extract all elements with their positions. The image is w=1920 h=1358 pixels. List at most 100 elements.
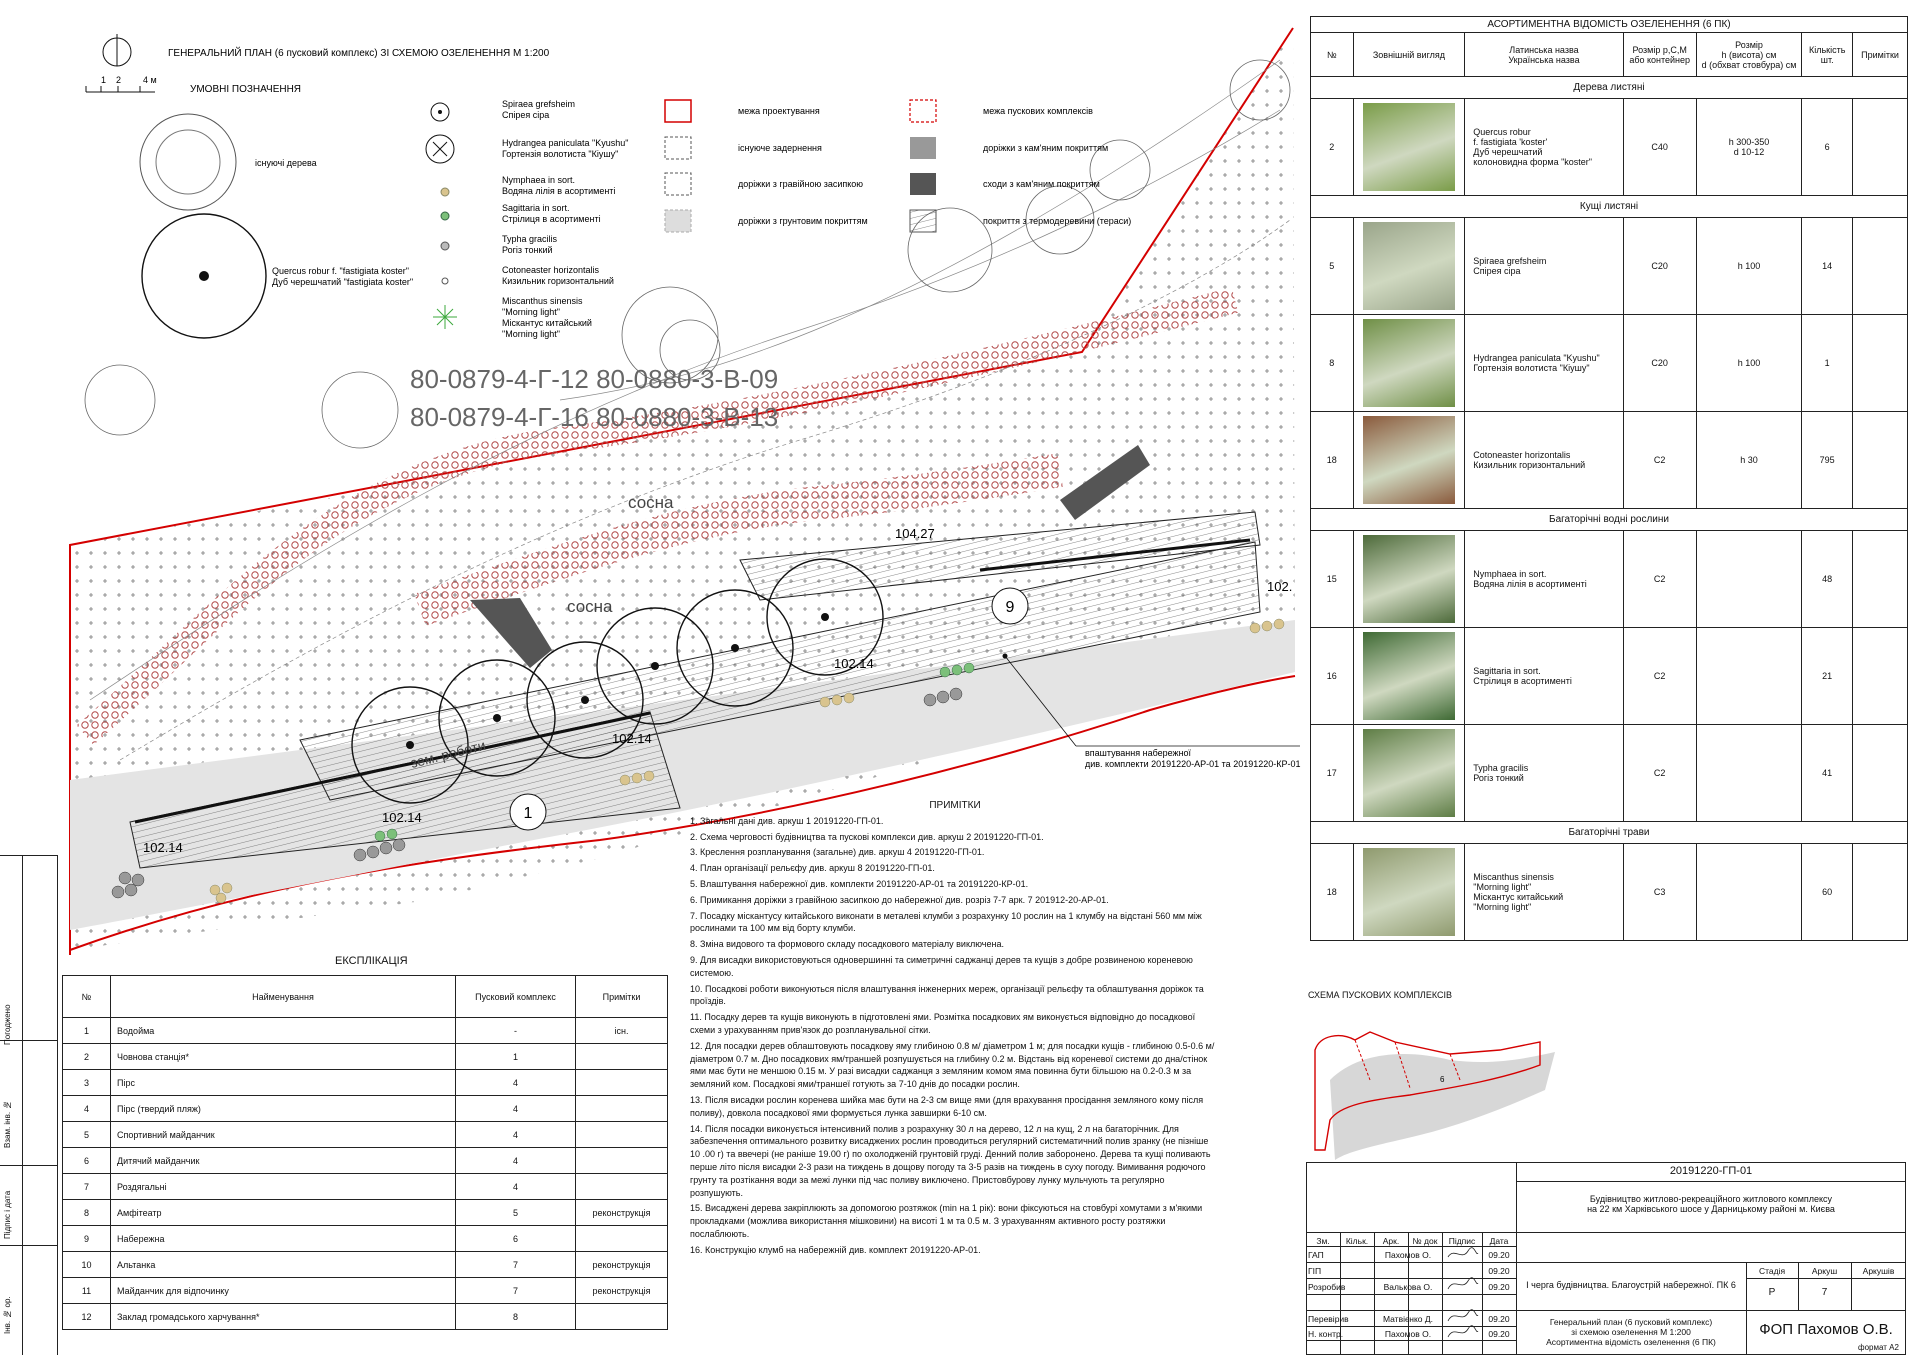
expl-note: [575, 1095, 668, 1122]
container-size: C3: [1622, 843, 1697, 941]
symbol-legend-icons: [664, 99, 937, 233]
legend-oak-ua: Дуб черешчатий "fastigiata koster": [272, 277, 413, 287]
name-gap: Пахомов О.: [1384, 1250, 1432, 1260]
expl-complex: 4: [455, 1121, 576, 1148]
spec-title: АСОРТИМЕНТНА ВІДОМІСТЬ ОЗЕЛЕНЕННЯ (6 ПК): [1310, 16, 1908, 33]
plant-photo: [1352, 314, 1466, 412]
note: [1852, 724, 1908, 822]
plant-photo-image: [1362, 535, 1455, 623]
label-pine-2: сосна: [567, 597, 613, 616]
plant-photo: [1352, 98, 1466, 196]
expl-name: Дитячий майданчик: [110, 1147, 456, 1174]
zone-1: 1: [524, 805, 533, 822]
note-item: 12. Для посадки дерев облаштовують посад…: [690, 1040, 1215, 1090]
note: [1852, 217, 1908, 315]
container-size: C20: [1622, 217, 1697, 315]
expl-note: [575, 1303, 668, 1330]
stage-text: І черга будівництва. Благоустрій набереж…: [1526, 1280, 1736, 1290]
expl-number: 10: [62, 1251, 111, 1278]
plant-photo-image: [1362, 319, 1455, 407]
col-sheet: Арк.: [1382, 1236, 1400, 1246]
date-gap: 09.20: [1488, 1250, 1510, 1260]
expl-name: Водойма: [110, 1017, 456, 1044]
expl-number: 9: [62, 1225, 111, 1252]
dimensions: h 100: [1695, 314, 1803, 412]
dimensions: h 100: [1695, 217, 1803, 315]
plant-photo: [1352, 627, 1466, 725]
expl-number: 11: [62, 1277, 111, 1304]
quantity: 795: [1801, 411, 1854, 509]
expl-note: [575, 1225, 668, 1252]
legend-existing-turf: існуюче задернення: [738, 143, 822, 153]
legend-miscanthus-ua2: Міскантус китайський: [502, 318, 592, 328]
side-label-inventory: Інв. № ор.: [3, 1296, 12, 1334]
spec-header-0: №: [1310, 32, 1354, 77]
legend-project-boundary: межа проектування: [738, 106, 820, 116]
stone-stairs-1: [470, 598, 552, 668]
note-item: 10. Посадкові роботи виконуються після в…: [690, 983, 1204, 1007]
name-developer: Валькова О.: [1383, 1282, 1433, 1292]
plant-photo-image: [1362, 222, 1455, 310]
side-stamp-strip: [0, 855, 58, 1355]
parcel-code-2: 80-0879-4-Г-16 80-0880-3-В-13: [410, 402, 778, 432]
plant-name: Sagittaria in sort. Стрілиця в асортимен…: [1464, 627, 1624, 725]
role-gip: ГІП: [1308, 1266, 1322, 1276]
spec-section-0: Дерева листяні: [1310, 76, 1908, 99]
spec-number: 16: [1310, 627, 1354, 725]
legend-existing-trees: існуючі дерева: [255, 158, 317, 168]
stone-stairs-2: [1060, 445, 1150, 520]
expl-name: Човнова станція*: [110, 1043, 456, 1070]
terrace-edge: [134, 711, 651, 824]
company-name: ФОП Пахомов О.В.: [1759, 1321, 1893, 1338]
expl-note: [575, 1173, 668, 1200]
elevation-1: 102.14: [143, 840, 183, 855]
notes-block: ПРИМІТКИ 1. Загальні дані див. аркуш 1 2…: [690, 800, 1220, 1260]
elevation-3: 102.14: [612, 731, 652, 746]
elevation-2: 102.14: [382, 810, 422, 825]
quantity: 14: [1801, 217, 1854, 315]
note-item: 14. Після посадки виконується інтенсивни…: [690, 1123, 1211, 1198]
elevation-4: 102.14: [834, 656, 874, 671]
expl-name: Роздягальні: [110, 1173, 456, 1200]
scale-tick-2: 2: [116, 75, 121, 85]
dimensions: [1695, 843, 1803, 941]
plant-photo-image: [1362, 848, 1455, 936]
dimensions: [1695, 724, 1803, 822]
expl-note: [575, 1147, 668, 1174]
plant-photo-image: [1362, 729, 1455, 817]
spec-header-1: Зовнішній вигляд: [1352, 32, 1466, 77]
dimensions: h 300-350 d 10-12: [1695, 98, 1803, 196]
quantity: 48: [1801, 530, 1854, 628]
expl-note: реконструкція: [575, 1277, 668, 1304]
note-item: 16. Конструкцію клумб на набережній див.…: [690, 1244, 981, 1255]
legend-stone-stairs: сходи з кам'яним покриттям: [983, 179, 1100, 189]
legend-sagittaria-lat: Sagittaria in sort.: [502, 203, 570, 213]
embed-note-1: впаштування набережної: [1085, 748, 1192, 758]
expl-complex: 4: [455, 1069, 576, 1096]
expl-number: 8: [62, 1199, 111, 1226]
expl-complex: 4: [455, 1173, 576, 1200]
note: [1852, 627, 1908, 725]
legend-cotoneaster-ua: Кизильник горизонтальний: [502, 276, 614, 286]
sheet-value: 7: [1821, 1287, 1828, 1298]
spec-number: 18: [1310, 843, 1354, 941]
legend-typha-ua: Рогіз тонкий: [502, 245, 553, 255]
stage-head: Стадія: [1758, 1266, 1786, 1276]
expl-title: ЕКСПЛІКАЦІЯ: [335, 955, 408, 967]
elevation-6: 102.: [1267, 579, 1292, 594]
date-developer: 09.20: [1488, 1282, 1510, 1292]
title-block: 20191220-ГП-01 Будівництво житлово-рекре…: [1306, 1162, 1906, 1355]
expl-complex: 6: [455, 1225, 576, 1252]
expl-complex: 8: [455, 1303, 576, 1330]
legend-stone-path: доріжки з кам'яним покриттям: [983, 143, 1108, 153]
legend-title: УМОВНІ ПОЗНАЧЕННЯ: [190, 84, 301, 95]
expl-complex: -: [455, 1017, 576, 1044]
expl-note: реконструкція: [575, 1251, 668, 1278]
legend-ground-path: доріжки з грунтовим покриттям: [738, 216, 868, 226]
expl-number: 6: [62, 1147, 111, 1174]
expl-name: Альтанка: [110, 1251, 456, 1278]
